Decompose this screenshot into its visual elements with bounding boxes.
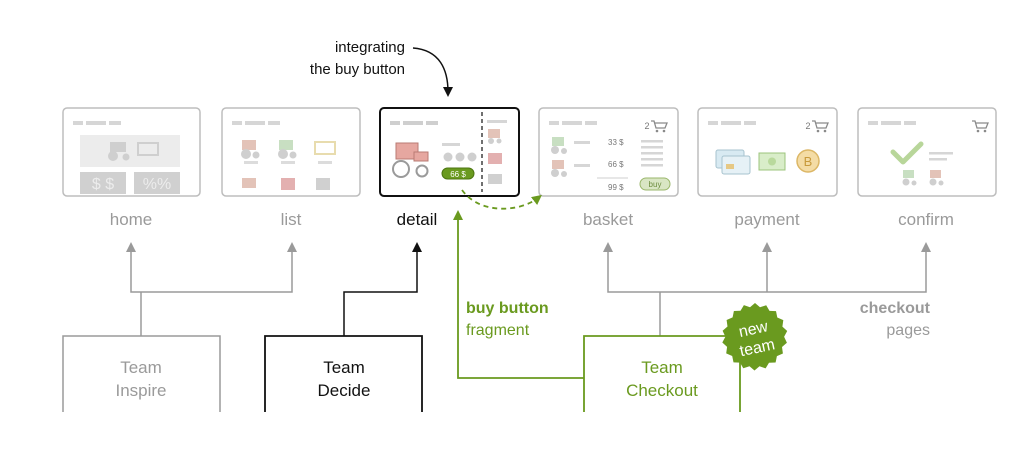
cart-icon [812, 120, 829, 129]
page-label-detail: detail [397, 210, 438, 229]
fragment-label-bold: buy button [466, 300, 549, 317]
page-confirm[interactable] [857, 107, 997, 197]
buy-button-label: buy [649, 180, 662, 189]
checkout-pages-label: pages [886, 322, 930, 339]
badge-line1: new [737, 318, 770, 341]
arrowhead [287, 242, 297, 252]
buy-button [639, 177, 671, 191]
team-inspire-box [62, 335, 221, 412]
annotation-line2: the buy button [310, 61, 405, 78]
page-home[interactable]: $ $ %% [62, 107, 201, 197]
bitcoin-icon: B [796, 149, 820, 173]
page-basket[interactable]: 2 33 $ 66 $ 99 $ buy [538, 107, 679, 197]
page-label-confirm: confirm [898, 210, 954, 229]
team-checkout-box [583, 335, 741, 412]
related-products-icons [488, 129, 502, 184]
team-checkout-line2: Checkout [626, 381, 698, 400]
connector-fragment [457, 218, 584, 379]
cart-icon [651, 120, 668, 129]
team-inspire-line2: Inspire [115, 381, 166, 400]
arrowhead [762, 242, 772, 252]
annotation-line1: integrating [335, 39, 405, 56]
arrowhead [453, 210, 463, 220]
arrowhead [921, 242, 931, 252]
page-label-home: home [110, 210, 153, 229]
checkout-pages-label-bold: checkout [860, 300, 931, 317]
team-decide-line2: Decide [318, 381, 371, 400]
basket-price-total: 99 $ [608, 183, 624, 192]
fragment-usage-arrow [461, 189, 542, 210]
basket-cart-count: 2 [644, 121, 649, 131]
team-decide-line1: Team [323, 358, 365, 377]
team-decide-box [264, 335, 423, 412]
page-label-basket: basket [583, 210, 633, 229]
annotation-arrow [412, 47, 453, 97]
tractor-icon [392, 142, 429, 178]
tractor-icon [902, 170, 944, 186]
tractor-icon [241, 140, 336, 190]
arrowhead [603, 242, 613, 252]
arrowhead [412, 242, 422, 252]
fragment-label: fragment [466, 322, 530, 339]
new-team-badge: new team [722, 303, 788, 371]
home-tile-percent: %% [143, 176, 171, 193]
badge-seal-icon [722, 303, 788, 371]
credit-card-icon [715, 149, 751, 175]
connector-checkout-pages [607, 250, 927, 336]
basket-item-icons [551, 137, 567, 177]
arrowhead [126, 242, 136, 252]
page-label-list: list [281, 210, 302, 229]
tractor-icon [108, 142, 159, 161]
checkmark-icon [890, 141, 924, 165]
cart-icon [972, 120, 989, 129]
basket-price-2: 66 $ [608, 160, 624, 169]
cash-icon [758, 152, 786, 171]
page-payment[interactable]: 2 B [697, 107, 838, 197]
svg-text:B: B [804, 154, 813, 169]
team-inspire-line1: Team [120, 358, 162, 377]
price-badge: 66 $ [450, 170, 466, 179]
page-label-payment: payment [734, 210, 799, 229]
home-tile-dollar: $ $ [92, 176, 114, 193]
payment-cart-count: 2 [805, 121, 810, 131]
connector-decide [343, 250, 418, 336]
team-checkout-line1: Team [641, 358, 683, 377]
basket-price-1: 33 $ [608, 138, 624, 147]
page-detail[interactable]: 66 $ [379, 107, 520, 197]
connector-inspire [130, 250, 293, 336]
page-list[interactable] [221, 107, 361, 197]
